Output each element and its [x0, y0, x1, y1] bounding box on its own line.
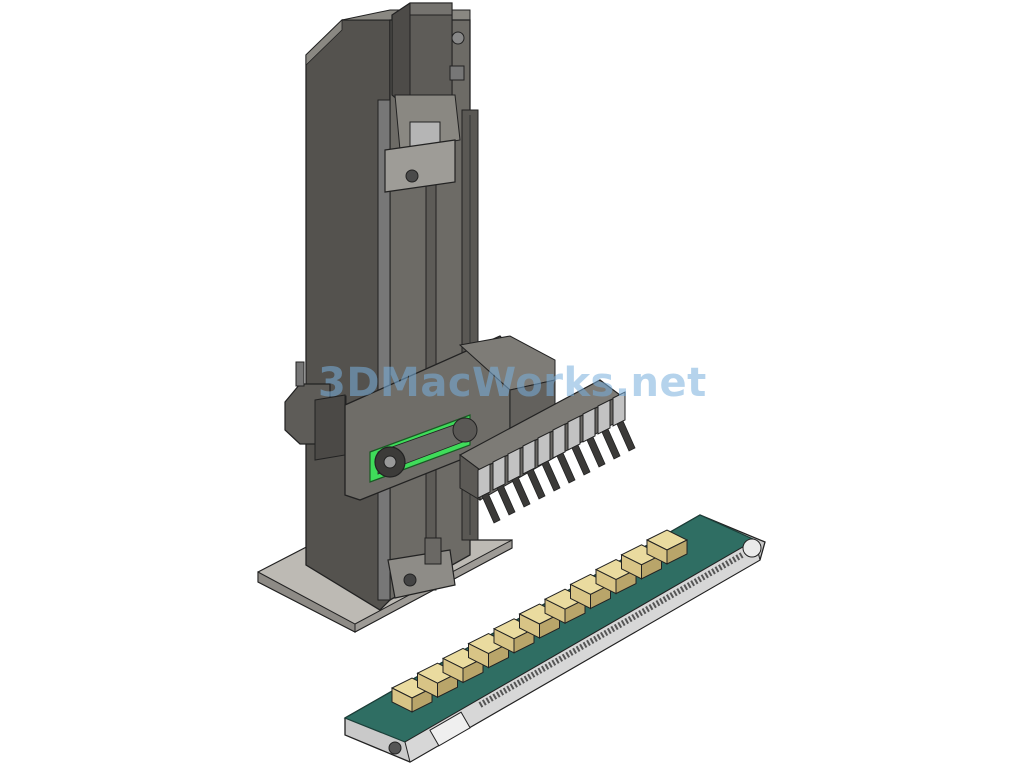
gripper — [567, 415, 591, 476]
gripper — [537, 431, 561, 492]
gripper — [612, 391, 636, 452]
servo-motor — [384, 2, 465, 193]
product-block — [620, 544, 663, 580]
grippers — [477, 391, 636, 524]
gripper — [597, 399, 621, 460]
gripper — [522, 439, 546, 500]
product-block — [543, 588, 587, 625]
gripper — [582, 407, 606, 468]
product-block — [645, 529, 689, 565]
gripper — [507, 447, 531, 508]
bearing-block-bottom — [387, 537, 456, 599]
gripper — [552, 423, 576, 484]
gripper — [477, 463, 501, 524]
gripper — [492, 455, 516, 516]
products — [390, 529, 689, 713]
